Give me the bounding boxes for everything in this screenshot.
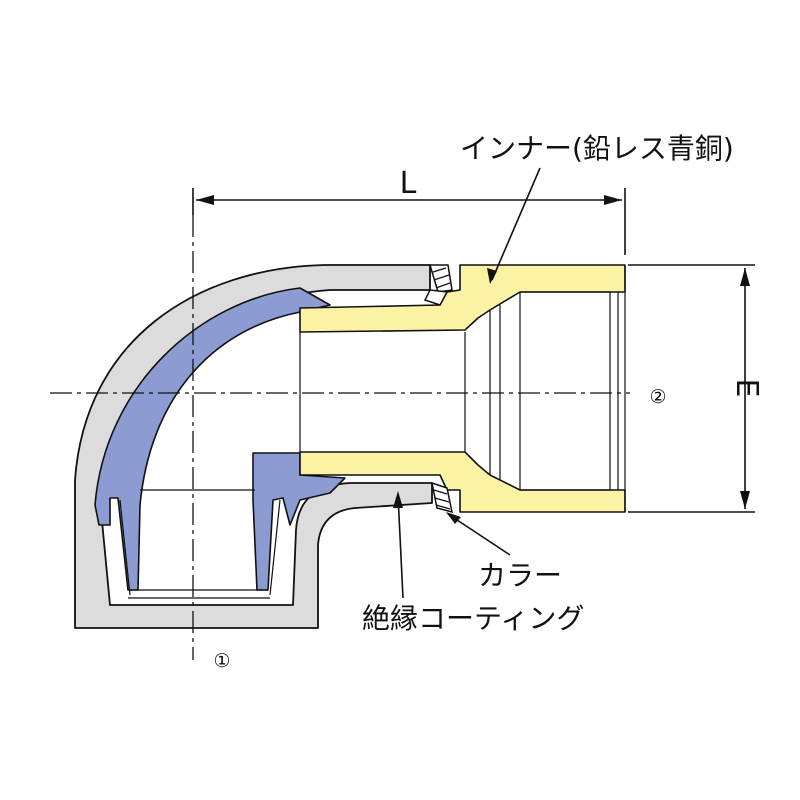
socket-edge-left xyxy=(119,499,131,596)
collar-upper xyxy=(423,264,453,306)
leader-coating xyxy=(397,494,404,599)
socket-edge-right xyxy=(269,499,281,596)
socket-bore xyxy=(128,489,270,599)
insulation-coating xyxy=(94,287,331,591)
sleeve-bore-lines xyxy=(299,265,626,512)
collar-lower xyxy=(431,481,453,514)
port-2-label: ② xyxy=(649,386,666,408)
dimension-E xyxy=(628,264,755,513)
port-1-label: ① xyxy=(213,650,230,672)
leader-collar xyxy=(447,513,511,556)
dimension-L xyxy=(192,188,626,255)
collar-label: カラー xyxy=(478,559,562,592)
dimension-L-label: L xyxy=(400,166,417,201)
dimension-E-label: E xyxy=(729,379,764,398)
leader-inner xyxy=(491,167,541,281)
inner-sleeve-label: インナー(鉛レス青銅) xyxy=(460,132,734,165)
coating-label: 絶縁コーティング xyxy=(362,602,584,635)
